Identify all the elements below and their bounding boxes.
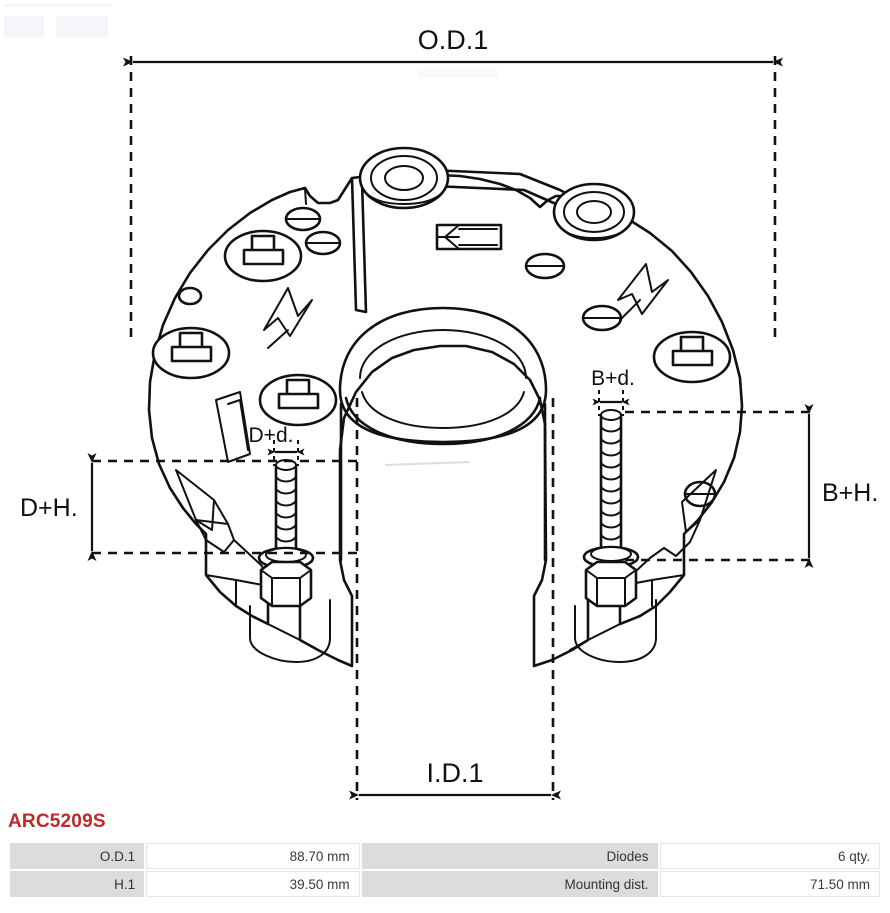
table-row: H.1 39.50 mm Mounting dist. 71.50 mm [10, 871, 880, 897]
drawing-area: .ln { fill:none; stroke:#111111; stroke-… [4, 4, 879, 800]
spec-value-diodes: 6 qty. [659, 843, 880, 869]
spec-label-diodes: Diodes [361, 843, 658, 869]
diode-pad-left-2 [151, 326, 231, 380]
dimension-b-plus-d: B+d. [591, 367, 635, 416]
stud-terminal-b-plus [574, 409, 657, 663]
spec-value-mounting-dist: 71.50 mm [659, 871, 880, 897]
dimension-label-b-plus-h: B+H. [822, 479, 878, 507]
emboss-arrow-right [617, 263, 669, 321]
watermark-artifact [4, 4, 498, 78]
spec-label-od1: O.D.1 [10, 843, 145, 869]
stud-terminal-d-plus [249, 459, 331, 663]
spec-label-h1: H.1 [10, 871, 145, 897]
spec-value-h1: 39.50 mm [146, 871, 360, 897]
dimension-d-plus-h: D+H. [20, 453, 360, 561]
emboss-bar-left [215, 391, 251, 463]
dimension-od1: O.D.1 [123, 25, 783, 340]
diode-pad-right-1 [652, 330, 732, 384]
dimension-label-od1: O.D.1 [418, 25, 489, 55]
rectifier-body [147, 146, 744, 668]
dimension-d-plus-d: D+d. [249, 424, 305, 466]
dimension-label-id1: I.D.1 [426, 758, 483, 788]
diode-pad-left-3 [258, 373, 338, 427]
dimension-label-b-plus-d: B+d. [591, 367, 635, 390]
dimension-label-d-plus-h: D+H. [20, 494, 78, 522]
part-number: ARC5209S [8, 811, 106, 832]
diode-pad-left-1 [223, 229, 303, 283]
specifications-table: O.D.1 88.70 mm Diodes 6 qty. H.1 39.50 m… [8, 841, 882, 899]
table-row: O.D.1 88.70 mm Diodes 6 qty. [10, 843, 880, 869]
dimension-id1: I.D.1 [349, 398, 561, 800]
dimension-b-plus-h: B+H. [625, 404, 878, 568]
terminal-slot [435, 223, 503, 251]
rectifier-line-drawing: .ln { fill:none; stroke:#111111; stroke-… [4, 4, 879, 800]
dimension-label-d-plus-d: D+d. [249, 424, 294, 447]
emboss-arrow-left [263, 287, 313, 349]
spec-value-od1: 88.70 mm [146, 843, 360, 869]
spec-label-mounting-dist: Mounting dist. [361, 871, 658, 897]
